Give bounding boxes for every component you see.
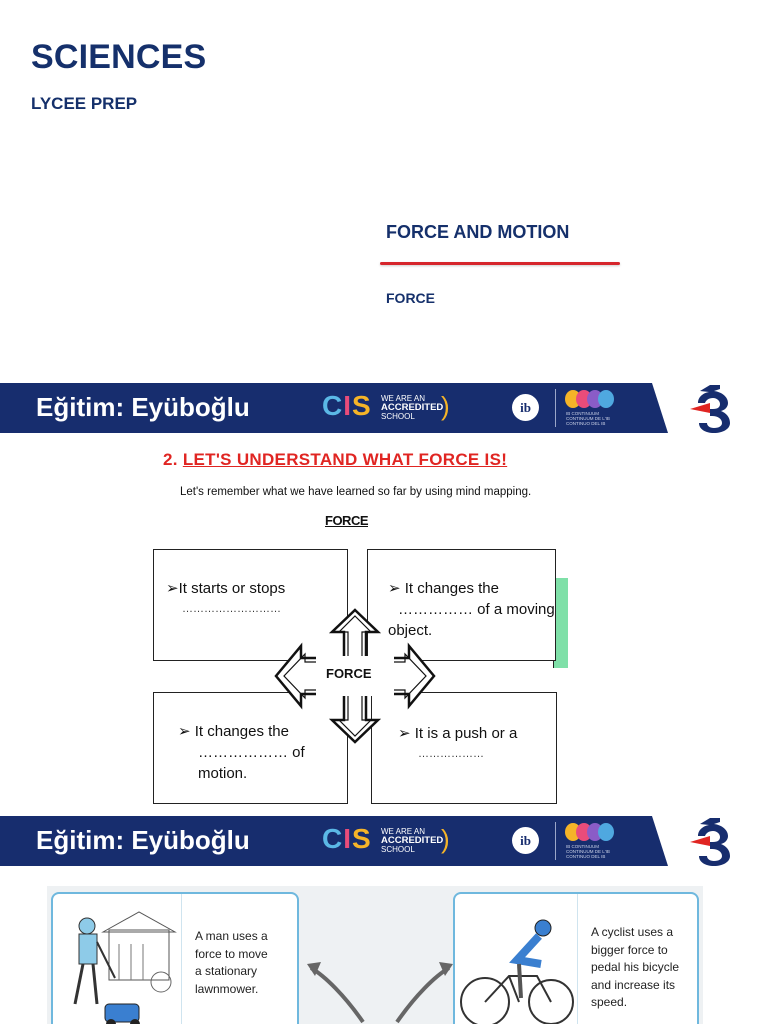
mindmap-box-2: ➢ It changes the …………… of a moving objec… [367, 549, 556, 661]
ib-continuum-text: IB CONTINUUM CONTINUUM DE L'IB CONTINUO … [566, 844, 610, 859]
ib-logo: ib [512, 394, 539, 421]
four-way-arrow-icon [274, 608, 436, 744]
banner-divider [555, 822, 556, 860]
mindmap-heading: FORCE [325, 513, 369, 528]
school-name: Eğitim: Eyüboğlu [36, 825, 250, 855]
ib-continuum-text: IB CONTINUUM CONTINUUM DE L'IB CONTINUO … [566, 411, 610, 426]
lawnmower-caption: A man uses a force to move a stationary … [195, 929, 268, 996]
cis-bracket-icon: ) [441, 391, 450, 421]
ib-continuum-icon [565, 390, 614, 408]
worksheet-intro: Let's remember what we have learned so f… [180, 486, 532, 498]
mindmap-box-1: ➢It starts or stops ……………………… [153, 549, 348, 661]
eyuboglu-logo-icon [690, 385, 730, 433]
cyclist-card: A cyclist uses a bigger force to pedal h… [453, 892, 699, 1024]
curved-arrows-icon [307, 962, 453, 1024]
section-title: FORCE AND MOTION [386, 222, 570, 242]
section-subtitle: FORCE [386, 290, 435, 306]
ib-continuum-icon [565, 823, 614, 841]
section-divider [380, 262, 620, 265]
page-title: SCIENCES [31, 38, 207, 76]
banner-bar [0, 816, 668, 866]
worksheet-title: 2. LET'S UNDERSTAND WHAT FORCE IS! [163, 450, 508, 469]
cyclist-icon [460, 919, 574, 1024]
page-subtitle: LYCEE PREP [31, 94, 138, 113]
cis-bracket-icon: ) [441, 824, 450, 854]
cyclist-caption: A cyclist uses a bigger force to pedal h… [591, 925, 680, 1009]
man-lawnmower-icon [73, 911, 177, 1024]
ib-logo: ib [512, 827, 539, 854]
eyuboglu-logo-icon [690, 818, 730, 866]
force-examples-illustration: A man uses a force to move a stationary … [47, 886, 703, 1024]
cis-logo: CIS [322, 390, 372, 421]
banner-divider [555, 389, 556, 427]
banner-bar [0, 383, 668, 433]
mindmap-box-3: ➢ It changes the ……………… of motion. [153, 692, 348, 804]
cis-logo: CIS [322, 823, 372, 854]
mindmap-center-label: FORCE [326, 666, 372, 681]
school-name: Eğitim: Eyüboğlu [36, 392, 250, 422]
mindmap-box-4: ➢ It is a push or a ……………… [371, 692, 557, 804]
lawnmower-card: A man uses a force to move a stationary … [51, 892, 299, 1024]
